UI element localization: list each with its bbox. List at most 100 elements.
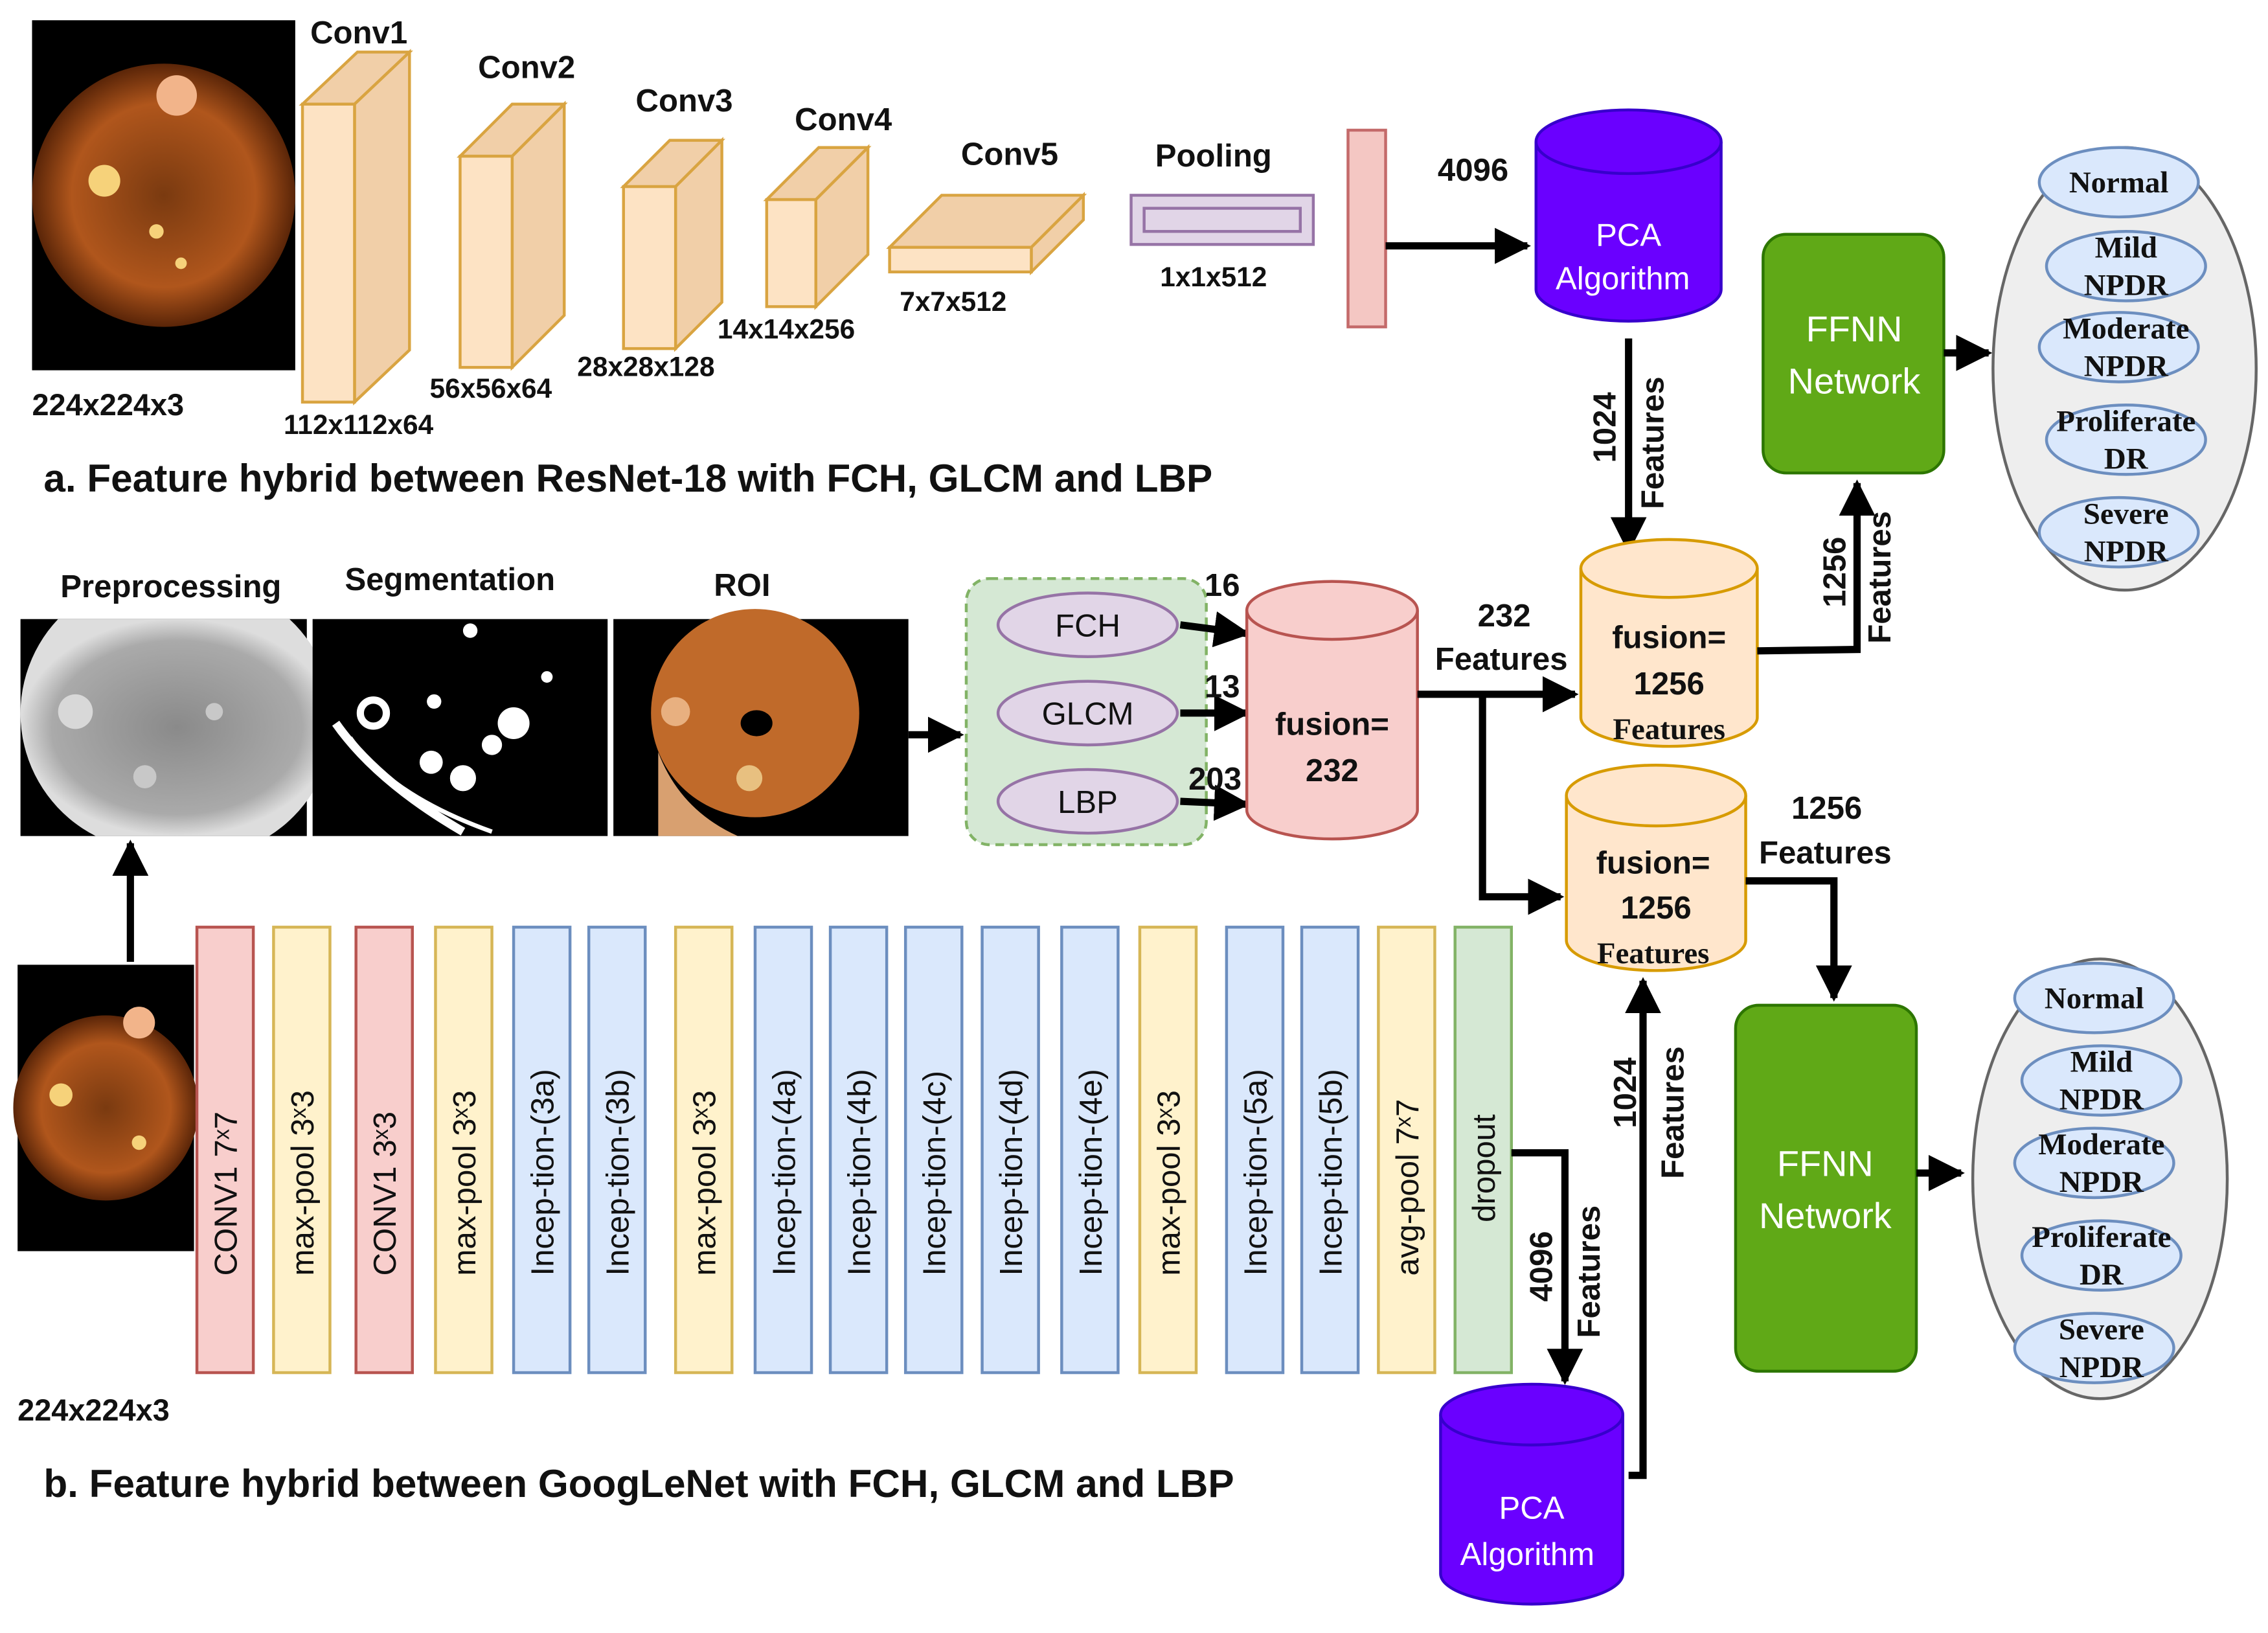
layer-16 [1453,926,1514,1375]
layer-8 [828,926,889,1375]
top-pca-line2: Algorithm [1556,262,1690,297]
conv-block-2 [457,100,568,371]
conv-name-5: Conv5 [961,137,1058,172]
top-ffnn-line1: FFNN [1806,308,1903,349]
top-fusion-line1: fusion= [1612,620,1726,655]
layer-label-14: Incep-tion-(5b) [1313,1069,1348,1275]
layer-label-6: max-pool 3ˣ3 [688,1090,723,1275]
layer-label-0: CONV1 7ˣ7 [209,1112,244,1276]
layer-3 [434,926,493,1375]
arrow-pca-bottom-fusion [1625,977,1661,1479]
conv-size-5: 7x7x512 [900,286,1006,317]
conv-name-3: Conv3 [636,84,733,119]
top-reduced-word: Features [1635,376,1670,509]
top-ffnn-line2: Network [1788,360,1921,401]
descriptor-lbp [996,768,1179,835]
pooling-label: Pooling [1155,139,1272,174]
layer-label-11: Incep-tion-(4e) [1074,1069,1109,1275]
bottom-ffnn-count: 1256 [1791,791,1862,826]
layer-12 [1138,926,1198,1375]
fusion-232-cylinder: fusion= 232 [1245,580,1419,841]
layer-label-13: Incep-tion-(5a) [1238,1069,1273,1275]
descriptor-label-2: LBP [1058,785,1118,820]
bottom-fusion-line3: Features [1597,937,1710,970]
top-class-label-2-a: Moderate [2063,312,2189,346]
top-reduced-count: 1024 [1588,392,1623,463]
layer-4 [512,926,572,1375]
layer-9 [903,926,964,1375]
layer-1 [272,926,332,1375]
stage-roi-label: ROI [714,568,770,603]
layer-10 [981,926,1040,1375]
descriptor-glcm [996,679,1179,747]
bottom-fusion-line1: fusion= [1596,846,1710,881]
layer-7 [753,926,813,1375]
bottom-class-label-3-b: DR [2080,1258,2124,1292]
top-class-label-1-b: NPDR [2084,269,2169,303]
conv-block-5 [886,192,1087,276]
layer-label-1: max-pool 3ˣ3 [286,1090,321,1275]
layer-14 [1300,926,1360,1375]
bottom-fusion-line2: 1256 [1620,891,1691,926]
bottom-pca-line1: PCA [1499,1491,1565,1526]
top-pca-cylinder: PCA Algorithm [1534,108,1723,323]
top-caption: a. Feature hybrid between ResNet-18 with… [43,456,1212,500]
bottom-fusion-cylinder: fusion= 1256 Features [1565,763,1747,972]
bottom-class-label-4-b: NPDR [2059,1351,2144,1384]
conv-block-3 [620,137,726,352]
layer-label-3: max-pool 3ˣ3 [448,1090,482,1275]
top-class-0: Normal [2037,146,2200,219]
top-input-size: 224x224x3 [32,388,184,422]
googlenet-layers: CONV1 7ˣ7 max-pool 3ˣ3 CONV1 3ˣ3 max-pool 3… [195,926,1514,1375]
layer-5 [587,926,647,1375]
middle-out-word: Features [1435,642,1568,677]
conv-size-3: 28x28x128 [577,352,714,382]
bottom-class-label-3-a: Proliferate [2032,1220,2171,1254]
top-conv-stack: Conv1 112x112x64 Conv2 56x56x64 Conv3 28x28x1… [284,16,1087,440]
bottom-ffnn-word: Features [1759,836,1892,871]
top-class-label-1-a: Mild [2095,231,2157,264]
top-pooling-block [1129,194,1315,246]
top-ffnn-count: 1256 [1818,537,1853,608]
conv-name-1: Conv1 [310,16,407,51]
descriptor-count-2: 203 [1188,762,1242,797]
top-ffnn-box: FFNN Network [1762,233,1945,475]
fusion-232-line1: fusion= [1275,707,1389,742]
top-class-label-4-b: NPDR [2084,534,2169,568]
top-class-list: NormalMildNPDRModerateNPDRProliferateDRS… [2037,146,2207,569]
descriptor-label-1: GLCM [1042,697,1134,732]
layer-label-4: Incep-tion-(3a) [525,1069,560,1275]
top-ffnn-word: Features [1863,511,1898,644]
top-vector-count: 4096 [1438,153,1508,188]
layer-label-10: Incep-tion-(4d) [994,1069,1029,1275]
descriptor-arrow-2 [1180,784,1251,821]
layer-label-2: CONV1 3ˣ3 [368,1112,403,1276]
layer-15 [1377,926,1436,1375]
pooling-size: 1x1x512 [1160,262,1267,292]
arrow-232-bottom-fusion [1479,694,1565,915]
layer-0 [195,926,255,1375]
top-input-image [32,20,295,371]
bottom-caption: b. Feature hybrid between GoogLeNet with… [43,1461,1234,1505]
top-class-label-3-a: Proliferate [2056,404,2195,438]
layer-13 [1225,926,1285,1375]
top-class-label-0: Normal [2069,166,2169,200]
bottom-class-label-0: Normal [2045,981,2144,1015]
layer-label-5: Incep-tion-(3b) [601,1069,636,1275]
conv-name-2: Conv2 [478,51,575,86]
conv-name-4: Conv4 [795,102,892,137]
bottom-dropout-count: 4096 [1524,1231,1559,1301]
bottom-reduced-word: Features [1656,1046,1691,1179]
conv-size-1: 112x112x64 [284,409,434,440]
arrow-fusion-bottom-ffnn [1745,877,1852,1002]
layer-11 [1060,926,1120,1375]
conv-size-2: 56x56x64 [430,373,552,404]
top-fusion-line2: 1256 [1634,667,1705,702]
top-fusion-cylinder: fusion= 1256 Features [1579,538,1759,748]
